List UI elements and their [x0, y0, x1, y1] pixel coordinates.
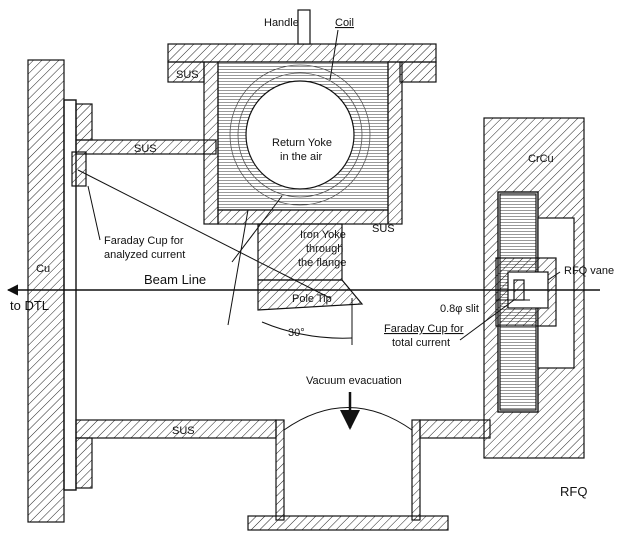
- cu-wall: [27, 59, 77, 523]
- faraday-cup-analyzed: [71, 151, 87, 187]
- faraday-analyzed-label-2: analyzed current: [104, 249, 185, 261]
- cu-label: Cu: [36, 263, 50, 275]
- iron-yoke-label-2: through: [306, 243, 343, 255]
- iron-yoke: [257, 223, 343, 281]
- crcu-label: CrCu: [528, 153, 554, 165]
- faraday-analyzed-label-1: Faraday Cup for: [104, 235, 184, 247]
- pole-tip-label: Pole Tip: [292, 293, 332, 305]
- vacuum-port: [247, 407, 449, 531]
- upper-duct: [75, 103, 217, 155]
- faraday-total-label-1: Faraday Cup for: [384, 323, 464, 335]
- iron-yoke-label-3: the flange: [298, 257, 346, 269]
- pole-tip: [257, 279, 364, 311]
- slit-label: 0.8φ slit: [440, 303, 479, 315]
- rfq-vane-label: RFQ vane: [564, 265, 614, 277]
- sus-small-label: SUS: [372, 223, 395, 235]
- vacuum-label: Vacuum evacuation: [306, 375, 402, 387]
- rfq-structure: [483, 117, 585, 459]
- beam-line-label: Beam Line: [144, 272, 206, 287]
- coil: [217, 61, 389, 211]
- handle-label: Handle: [264, 17, 299, 29]
- angle-label: 30°: [288, 327, 305, 339]
- sus-top-label: SUS: [176, 69, 199, 81]
- faraday-total-label-2: total current: [392, 337, 450, 349]
- rfq-label: RFQ: [560, 484, 587, 499]
- to-dtl-label: to DTL: [10, 298, 49, 313]
- sus-bottom-label: SUS: [172, 425, 195, 437]
- return-yoke-label-1: Return Yoke: [272, 137, 332, 149]
- handle: [297, 9, 311, 45]
- coil-label: Coil: [335, 17, 354, 29]
- beam-paths: [77, 169, 353, 345]
- sus-mid-label: SUS: [134, 143, 157, 155]
- lower-duct: [75, 419, 491, 489]
- iron-yoke-label-1: Iron Yoke: [300, 229, 346, 241]
- return-yoke-label-2: in the air: [280, 151, 323, 163]
- leader-lines: [87, 29, 561, 341]
